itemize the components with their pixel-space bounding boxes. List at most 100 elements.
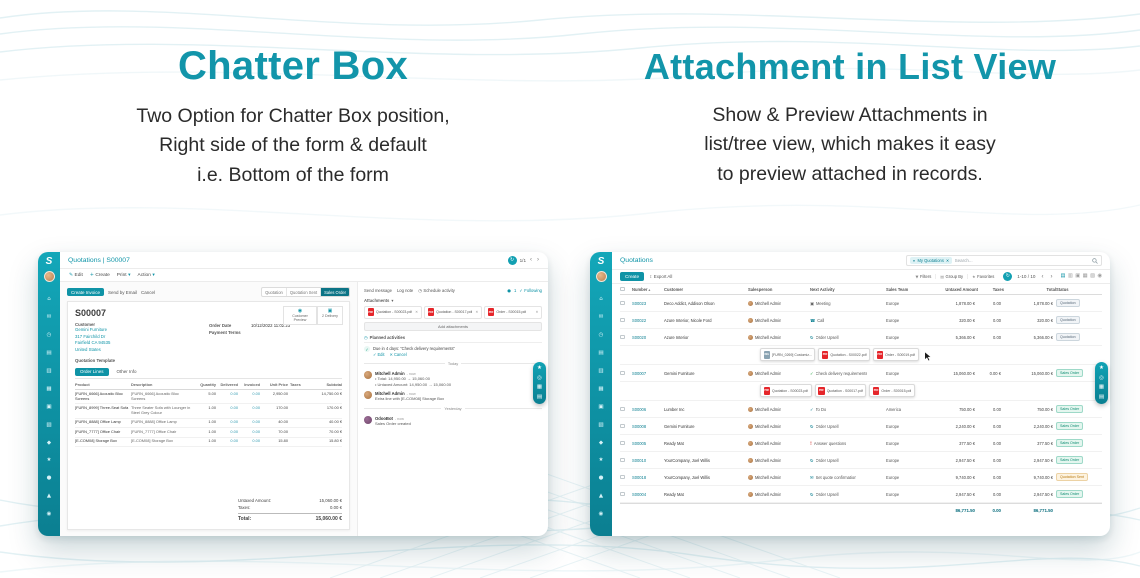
row-checkbox[interactable] [620,440,625,446]
sales-icon[interactable]: ▦ [46,385,52,392]
website-icon[interactable]: ▲ [598,493,604,500]
column-header-subtotal[interactable]: Subtotal [326,382,342,387]
order-number[interactable]: S00008 [632,423,647,429]
column-header-invoiced[interactable]: Invoiced [244,382,260,387]
action-menu[interactable]: Action ▾ [137,272,155,278]
column-header-product[interactable]: Product [75,382,90,387]
inventory-icon[interactable]: ▧ [46,421,52,428]
export-all-button[interactable]: ↥ Export All [649,274,672,279]
row-checkbox[interactable] [620,317,625,323]
order-date-value[interactable]: 10/12/2022 11:02:23 [251,323,291,328]
discuss-icon[interactable]: ⌂ [47,296,51,303]
pager-prev-icon[interactable]: ‹ [530,257,532,263]
order-number[interactable]: S00004 [632,491,647,497]
create-button[interactable]: Create [620,272,645,281]
next-activity-cell[interactable]: ✉Set quote confirmation [810,475,886,480]
create-invoice-button[interactable]: Create Invoice [67,288,105,296]
status-sales-order[interactable]: Sales Order [320,288,349,296]
order-number[interactable]: S00005 [632,440,647,446]
column-header-taxes[interactable]: Taxes [992,286,1004,292]
search-facet[interactable]: ▼ My Quotations ✕ [910,257,952,264]
star-icon[interactable]: ★ [537,365,542,371]
mail-icon[interactable]: ✉ [46,314,52,321]
column-header-salesperson[interactable]: Salesperson [748,286,773,292]
customer-line[interactable]: United States [75,346,101,352]
favorites-button[interactable]: ★ Favorites [967,274,998,279]
inventory-icon[interactable]: ▧ [598,421,604,428]
column-header-delivered[interactable]: Delivered [220,382,238,387]
filters-button[interactable]: ▼ Filters [915,274,932,279]
order-line-row[interactable]: [FURN_6666] Acoustic Bloc Screens[FURN_6… [75,390,342,405]
order-number[interactable]: S00023 [632,300,647,306]
row-checkbox[interactable] [620,474,625,480]
tab-other-info[interactable]: Other Info [116,369,137,375]
order-number[interactable]: S00020 [632,334,647,340]
message-author[interactable]: Mitchell Admin [375,371,405,377]
map-view-icon[interactable]: ◉ [1097,272,1102,279]
column-header-quantity[interactable]: Quantity [200,382,216,387]
next-activity-cell[interactable]: ↻Order Upsell [810,424,886,429]
list-icon[interactable]: ▤ [1098,393,1105,400]
manufacturing-icon[interactable]: ● [46,475,52,482]
order-number[interactable]: S00022 [632,317,647,323]
crm-icon[interactable]: ▥ [598,367,604,374]
status-quotation-sent[interactable]: Quotation Sent [285,288,320,296]
remove-attachment-icon[interactable]: ✕ [415,310,419,314]
dashboard-icon[interactable]: ▣ [598,403,604,410]
app-logo[interactable]: S [597,256,605,267]
calendar-icon[interactable]: ◷ [598,332,604,339]
order-line-row[interactable]: [E-COM08] Storage Box[E-COM08] Storage B… [75,438,342,448]
purchase-icon[interactable]: ◆ [598,439,604,446]
remove-facet-icon[interactable]: ✕ [945,259,950,263]
remove-attachment-icon[interactable]: ✕ [475,310,479,314]
order-number[interactable]: S00007 [632,370,647,376]
row-checkbox[interactable] [620,406,625,412]
row-checkbox[interactable] [620,491,625,497]
customer-line[interactable]: Gemini Furniture [75,327,107,332]
pager-prev-icon[interactable]: ‹ [1041,273,1044,280]
settings-icon[interactable]: ◉ [46,511,52,518]
create-button[interactable]: + Create [89,272,110,278]
search-box[interactable]: ▼ My Quotations ✕ [906,255,1102,266]
delivery-button[interactable]: ▣2 Delivery [317,306,343,325]
kanban-view-icon[interactable]: ▥ [1067,272,1073,279]
tab-order-lines[interactable]: Order Lines [75,367,109,376]
search-icon[interactable]: ◎ [537,374,542,381]
customer-preview-button[interactable]: ◉Customer Preview [283,306,317,325]
column-header-sales-team[interactable]: Sales Team [886,286,909,292]
attachments-header[interactable]: Attachments ▾ [364,298,542,303]
contacts-icon[interactable]: ▤ [46,350,52,357]
list-view-icon[interactable]: ▤ [1060,272,1066,279]
row-checkbox[interactable] [620,300,625,306]
purchase-icon[interactable]: ◆ [46,439,52,446]
customer-line[interactable]: 317 Fairchild Dr [75,333,106,339]
column-header-untaxed-amount[interactable]: Untaxed Amount [945,286,978,292]
add-attachments-button[interactable]: Add attachments [364,321,542,331]
order-number[interactable]: S00010 [632,457,647,463]
pivot-view-icon[interactable]: ▦ [1082,272,1088,279]
calendar-icon[interactable]: ◷ [46,332,52,339]
app-logo[interactable]: S [45,256,53,267]
next-activity-cell[interactable]: ▣Meeting [810,301,886,306]
mail-icon[interactable]: ✉ [598,314,604,321]
accounting-icon[interactable]: ★ [46,457,52,464]
log-note-button[interactable]: Log note [396,288,414,293]
cancel-button[interactable]: Cancel [141,289,156,295]
row-checkbox[interactable] [620,457,625,463]
column-header-taxes[interactable]: Taxes [290,382,301,387]
message-author[interactable]: OdooBot [375,415,393,421]
next-activity-cell[interactable]: ✓To Do [810,407,886,412]
